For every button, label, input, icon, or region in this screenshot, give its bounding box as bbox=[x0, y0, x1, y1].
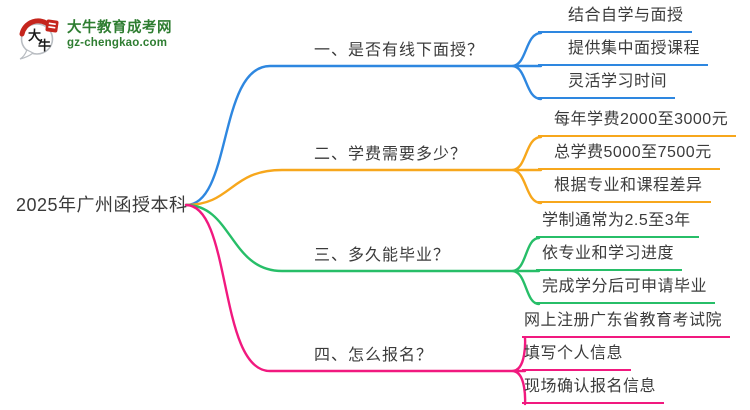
logo-seal-icon bbox=[45, 19, 59, 33]
site-name: 大牛教育成考网 bbox=[67, 20, 172, 36]
leaf-node[interactable]: 完成学分后可申请毕业 bbox=[536, 274, 716, 304]
leaf-node[interactable]: 填写个人信息 bbox=[522, 341, 632, 371]
branch-label[interactable]: 二、学费需要多少？ bbox=[314, 146, 468, 163]
logo-text: 大牛教育成考网 gz-chengkao.com bbox=[67, 20, 172, 50]
leaf-node[interactable]: 提供集中面授课程 bbox=[538, 36, 709, 66]
leaf-node[interactable]: 总学费5000至7500元 bbox=[538, 140, 720, 170]
branch-connector bbox=[184, 31, 543, 207]
central-topic[interactable]: 2025年广州函授本科 bbox=[16, 195, 188, 215]
leaf-node[interactable]: 每年学费2000至3000元 bbox=[538, 107, 737, 137]
leaf-node[interactable]: 现场确认报名信息 bbox=[522, 374, 665, 404]
logo-red-arc-icon bbox=[19, 18, 52, 37]
branch-label[interactable]: 四、怎么报名？ bbox=[314, 347, 434, 364]
branch-label[interactable]: 一、是否有线下面授？ bbox=[314, 42, 485, 59]
leaf-node[interactable]: 结合自学与面授 bbox=[538, 3, 692, 33]
site-url: gz-chengkao.com bbox=[67, 37, 168, 49]
branch-label[interactable]: 三、多久能毕业？ bbox=[314, 247, 451, 264]
logo-bubble-icon: 大 牛 bbox=[19, 18, 59, 60]
leaf-node[interactable]: 依专业和学习进度 bbox=[536, 241, 683, 271]
branch-connector bbox=[184, 203, 541, 306]
site-logo: 大 牛 大牛教育成考网 gz-chengkao.com bbox=[13, 11, 172, 61]
branch-connector bbox=[184, 135, 543, 207]
leaf-node[interactable]: 根据专业和课程差异 bbox=[538, 173, 711, 203]
leaf-node[interactable]: 学制通常为2.5至3年 bbox=[536, 208, 699, 238]
leaf-node[interactable]: 网上注册广东省教育考试院 bbox=[522, 308, 731, 338]
logo-char-2: 牛 bbox=[38, 38, 51, 53]
logo-char-1: 大 bbox=[28, 28, 41, 43]
leaf-node[interactable]: 灵活学习时间 bbox=[538, 69, 676, 99]
branch-connector bbox=[184, 203, 527, 406]
